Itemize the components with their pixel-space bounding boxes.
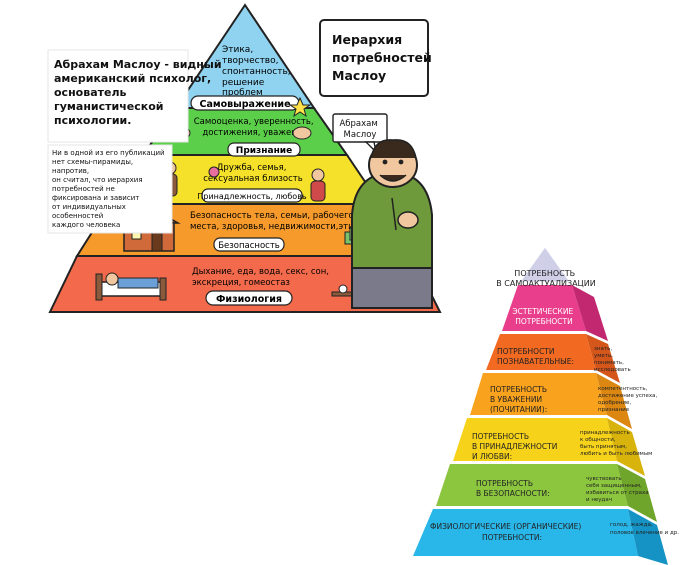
- title-box: Иерархия потребностей Маслоу: [319, 19, 436, 97]
- level2-desc: Самооценка, уверенность, достижения, ува…: [194, 117, 317, 138]
- speech-label: Абрахам Маслоу: [339, 119, 380, 140]
- right-tier-belonging: [453, 418, 617, 461]
- level5-label: Физиология: [216, 294, 282, 305]
- note-text: Ни в одной из его публикаций нет схемы-п…: [52, 149, 167, 229]
- right-tier4-label: ПОТРЕБНОСТЬ В ПРИНАДЛЕЖНОСТИ И ЛЮБВИ:: [472, 432, 560, 461]
- maslow-cartoon-figure: [351, 139, 433, 309]
- right-tier1-label: ЭСТЕТИЧЕСКИЕ ПОТРЕБНОСТИ: [512, 307, 575, 326]
- page-title: Иерархия потребностей Маслоу: [332, 32, 436, 83]
- right-tier2-label: ПОТРЕБНОСТИ ПОЗНАВАТЕЛЬНЫЕ:: [497, 347, 574, 366]
- right-tier-safety: [436, 464, 628, 506]
- right-tier-esteem: [470, 373, 607, 415]
- right-apex: [519, 246, 571, 283]
- right-tier6-side: голод, жажда, половое влечение и др.: [610, 522, 679, 536]
- intro-text: Абрахам Маслоу - видный американский пси…: [54, 58, 225, 127]
- level4-label: Безопасность: [218, 241, 280, 251]
- level3-label: Принадлежность, любовь: [197, 192, 307, 201]
- right-tier5-side: чувствовать себя защищенным, избавиться …: [586, 476, 650, 503]
- level3-label-box: [201, 188, 303, 203]
- level1-label: Самовыражение: [199, 99, 290, 110]
- level1-desc: Этика, творчество, спонтанность, решение…: [222, 45, 294, 98]
- intro-box: Абрахам Маслоу - видный американский пси…: [47, 49, 225, 143]
- right-tier3-label: ПОТРЕБНОСТЬ В УВАЖЕНИИ (ПОЧИТАНИИ):: [490, 385, 549, 414]
- right-apex-label: ПОТРЕБНОСТЬ В САМОАКТУАЛИЗАЦИИ: [496, 269, 595, 288]
- level5-desc: Дыхание, еда, вода, секс, сон, экскреция…: [192, 267, 332, 288]
- level2-label-box: [227, 142, 301, 157]
- level3-desc: Дружба, семья, сексуальная близость: [203, 163, 303, 184]
- right-tier-aesthetic: [502, 285, 586, 331]
- right-tier3-side: компетентность, достижение успеха, одобр…: [598, 386, 659, 413]
- note-box: Ни в одной из его публикаций нет схемы-п…: [47, 144, 173, 234]
- right-tier-physiological: [413, 509, 638, 556]
- level4-desc: Безопасность тела, семьи, рабочего места…: [190, 211, 364, 232]
- right-tier4-side: принадлежность к общности, быть принятым…: [580, 430, 652, 457]
- right-pyramid: [413, 246, 668, 565]
- right-tier6-label: ФИЗИОЛОГИЧЕСКИЕ (ОРГАНИЧЕСКИЕ) ПОТРЕБНОС…: [430, 522, 584, 542]
- level4-label-box: [213, 237, 285, 252]
- right-tier2-side: знать, уметь, понимать, исследовать: [594, 346, 631, 373]
- right-tier5-label: ПОТРЕБНОСТЬ В БЕЗОПАСНОСТИ:: [476, 479, 550, 498]
- right-tier-cognitive: [486, 334, 596, 370]
- level2-label: Признание: [236, 146, 292, 156]
- bed-icon: [95, 272, 167, 301]
- level5-label-box: [205, 290, 293, 306]
- pyramid-level-physiology: [48, 255, 442, 313]
- star-icon: [288, 96, 312, 118]
